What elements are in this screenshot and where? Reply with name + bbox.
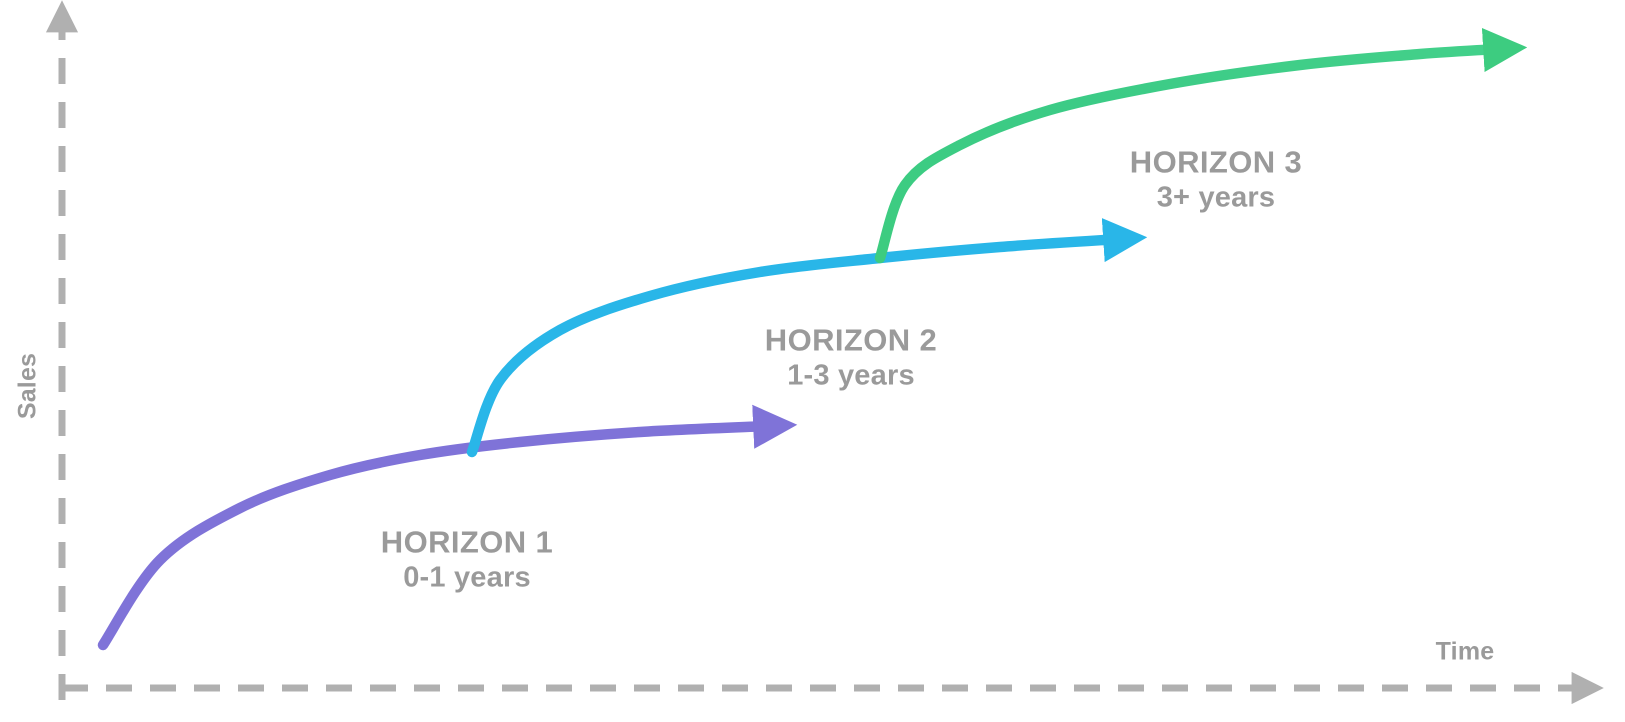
horizon-1-title: HORIZON 1 [380,524,554,560]
horizon-3-subtitle: 3+ years [1156,181,1276,214]
horizon-1-subtitle: 0-1 years [403,561,531,594]
horizon-1-annotation: HORIZON 1 0-1 years [381,527,553,598]
horizon-3-curve [874,27,1528,264]
horizon-3-title: HORIZON 3 [1129,144,1303,180]
horizon-2-annotation: HORIZON 2 1-3 years [765,325,937,396]
horizon-3-annotation: HORIZON 3 3+ years [1130,147,1302,218]
horizon-1-curve [97,404,798,651]
horizon-2-title: HORIZON 2 [764,322,938,358]
x-axis-label: Time [1435,637,1495,666]
horizon-2-curve [466,218,1148,458]
y-axis-label: Sales [13,352,42,420]
horizon-2-subtitle: 1-3 years [787,359,915,392]
